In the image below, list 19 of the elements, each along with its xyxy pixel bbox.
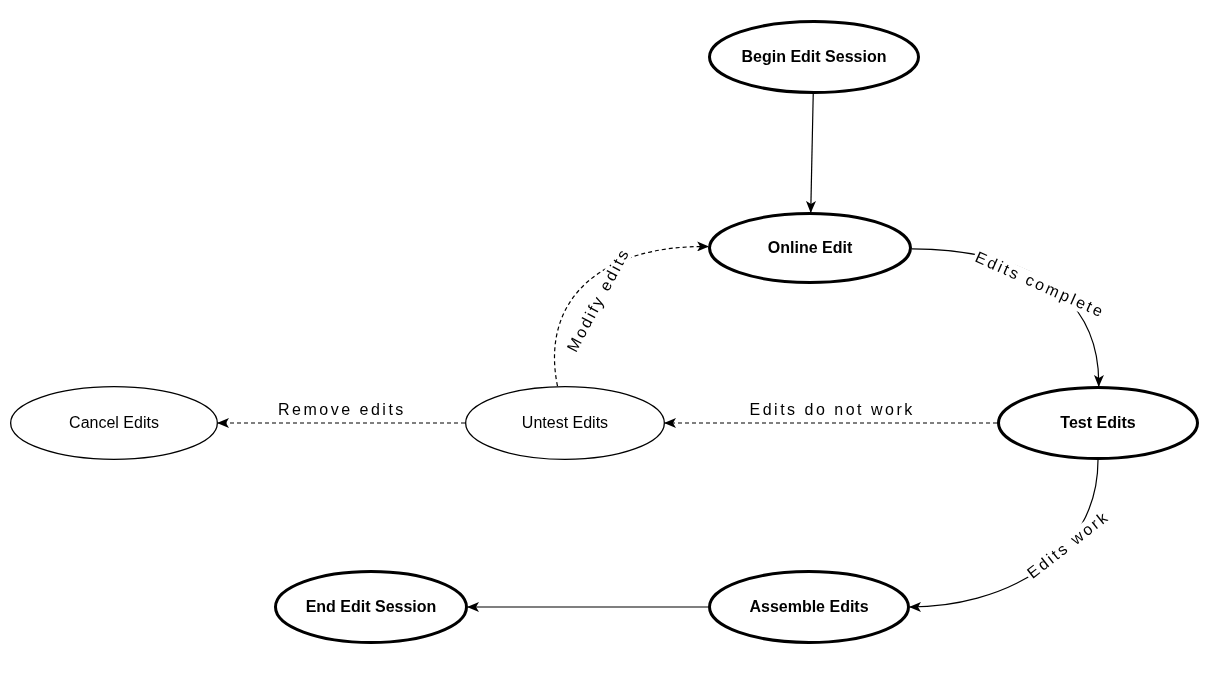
state-ellipse (708, 20, 920, 94)
arrow (664, 418, 998, 428)
arrow (467, 602, 709, 612)
state-label: End Edit Session (305, 598, 437, 616)
state-ellipse (10, 386, 218, 460)
state-ellipse (708, 570, 910, 644)
state-label: Online Edit (767, 239, 853, 257)
arrow (554, 241, 710, 387)
state-label: Begin Edit Session (741, 48, 887, 66)
state-label: Assemble Edits (749, 598, 869, 616)
state-label: Cancel Edits (69, 414, 159, 432)
state-label: Untest Edits (521, 414, 609, 432)
state-ellipse (997, 386, 1199, 460)
state-label: Test Edits (1060, 414, 1136, 432)
state-ellipse (465, 386, 665, 460)
arrow (806, 93, 816, 213)
arrow (217, 418, 466, 428)
state-ellipse (708, 212, 912, 284)
state-ellipse (274, 570, 468, 644)
